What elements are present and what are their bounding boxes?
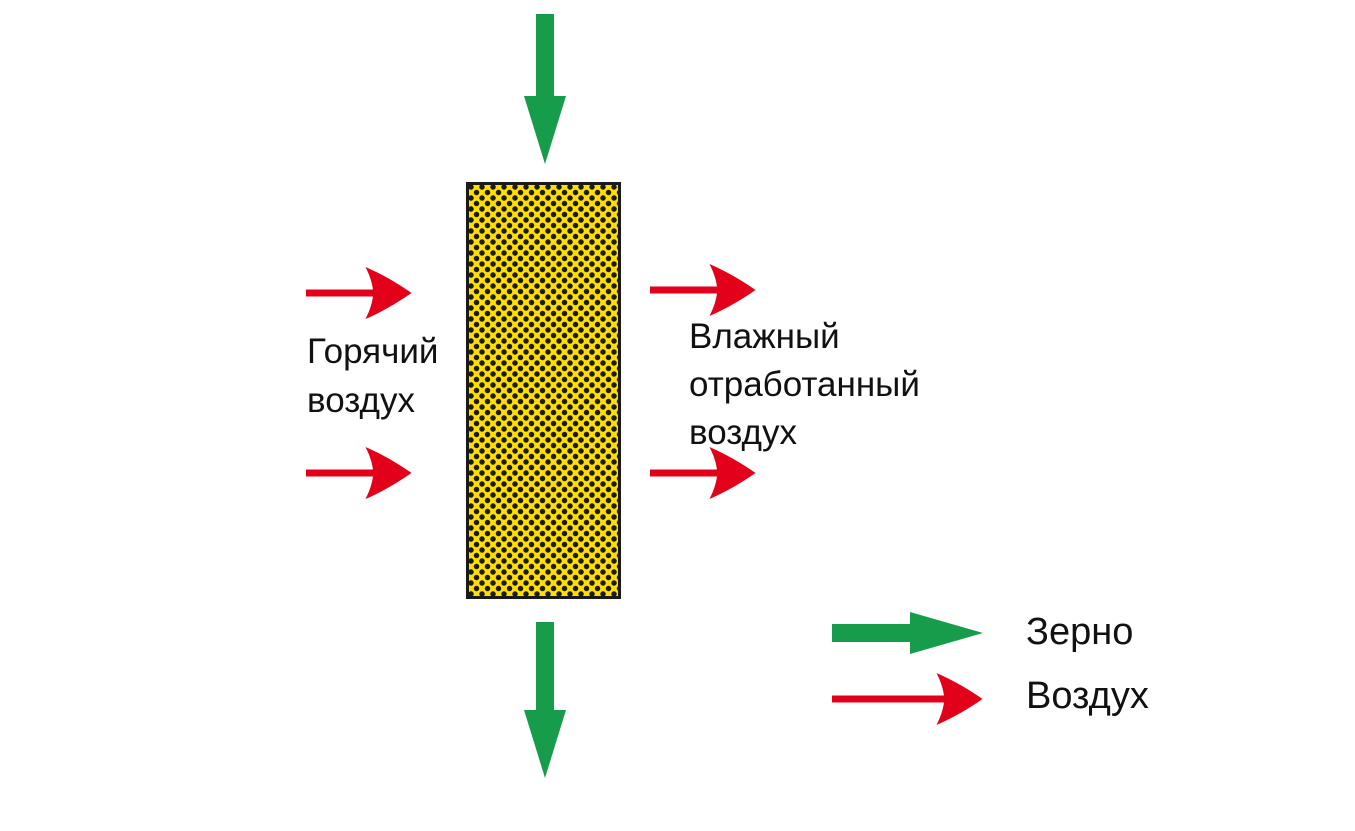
- grain-dryer-column: [466, 182, 621, 599]
- hot-air-label-line1: Горячий: [307, 332, 439, 371]
- right-arrow-icon: [650, 447, 756, 499]
- exhaust-air-label-line3: воздух: [689, 413, 797, 452]
- exhaust-air-arrow-bottom: [650, 445, 756, 501]
- hot-air-label-line2: воздух: [307, 381, 415, 420]
- right-arrow-icon: [832, 673, 983, 725]
- grain-outlet-arrow: [524, 622, 566, 778]
- right-arrow-icon: [306, 267, 412, 319]
- grain-inlet-arrow: [524, 14, 566, 164]
- right-arrow-icon: [306, 447, 412, 499]
- legend-grain-arrow: [832, 612, 983, 654]
- right-arrow-icon: [832, 612, 983, 654]
- down-arrow-icon: [524, 14, 566, 164]
- exhaust-air-label-line1: Влажный: [689, 317, 840, 356]
- exhaust-air-label-line2: отработанный: [689, 365, 920, 404]
- exhaust-air-label: Влажный отработанный воздух: [689, 313, 920, 457]
- hot-air-arrow-bottom: [306, 445, 412, 501]
- exhaust-air-arrow-top: [650, 262, 756, 318]
- legend-air-arrow: [832, 671, 983, 727]
- hot-air-arrow-top: [306, 265, 412, 321]
- legend-air-label: Воздух: [1026, 675, 1149, 717]
- right-arrow-icon: [650, 264, 756, 316]
- legend-grain-label: Зерно: [1026, 611, 1134, 653]
- hot-air-label: Горячий воздух: [307, 327, 438, 425]
- down-arrow-icon: [524, 622, 566, 778]
